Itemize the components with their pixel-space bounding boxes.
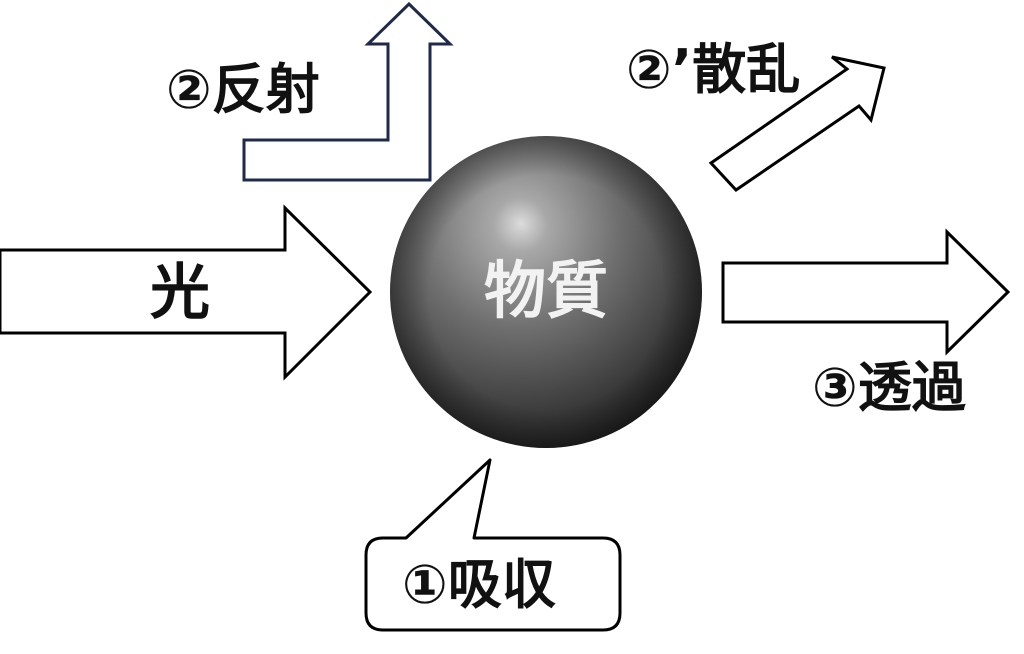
matter-sphere [390,136,702,448]
scattering-arrow [708,55,886,192]
incident-light-arrow [0,204,373,381]
reflection-label: ②反射 [166,58,320,121]
absorption-label: ①吸収 [402,553,556,616]
scattering-label: ②’散乱 [626,38,800,101]
transmission-label: ③透過 [812,356,967,419]
transmission-arrow [721,228,1011,356]
matter-label: 物質 [484,254,608,327]
incident-light-label: 光 [150,258,210,328]
reflection-arrow [242,1,454,182]
absorption-callout [364,458,622,632]
